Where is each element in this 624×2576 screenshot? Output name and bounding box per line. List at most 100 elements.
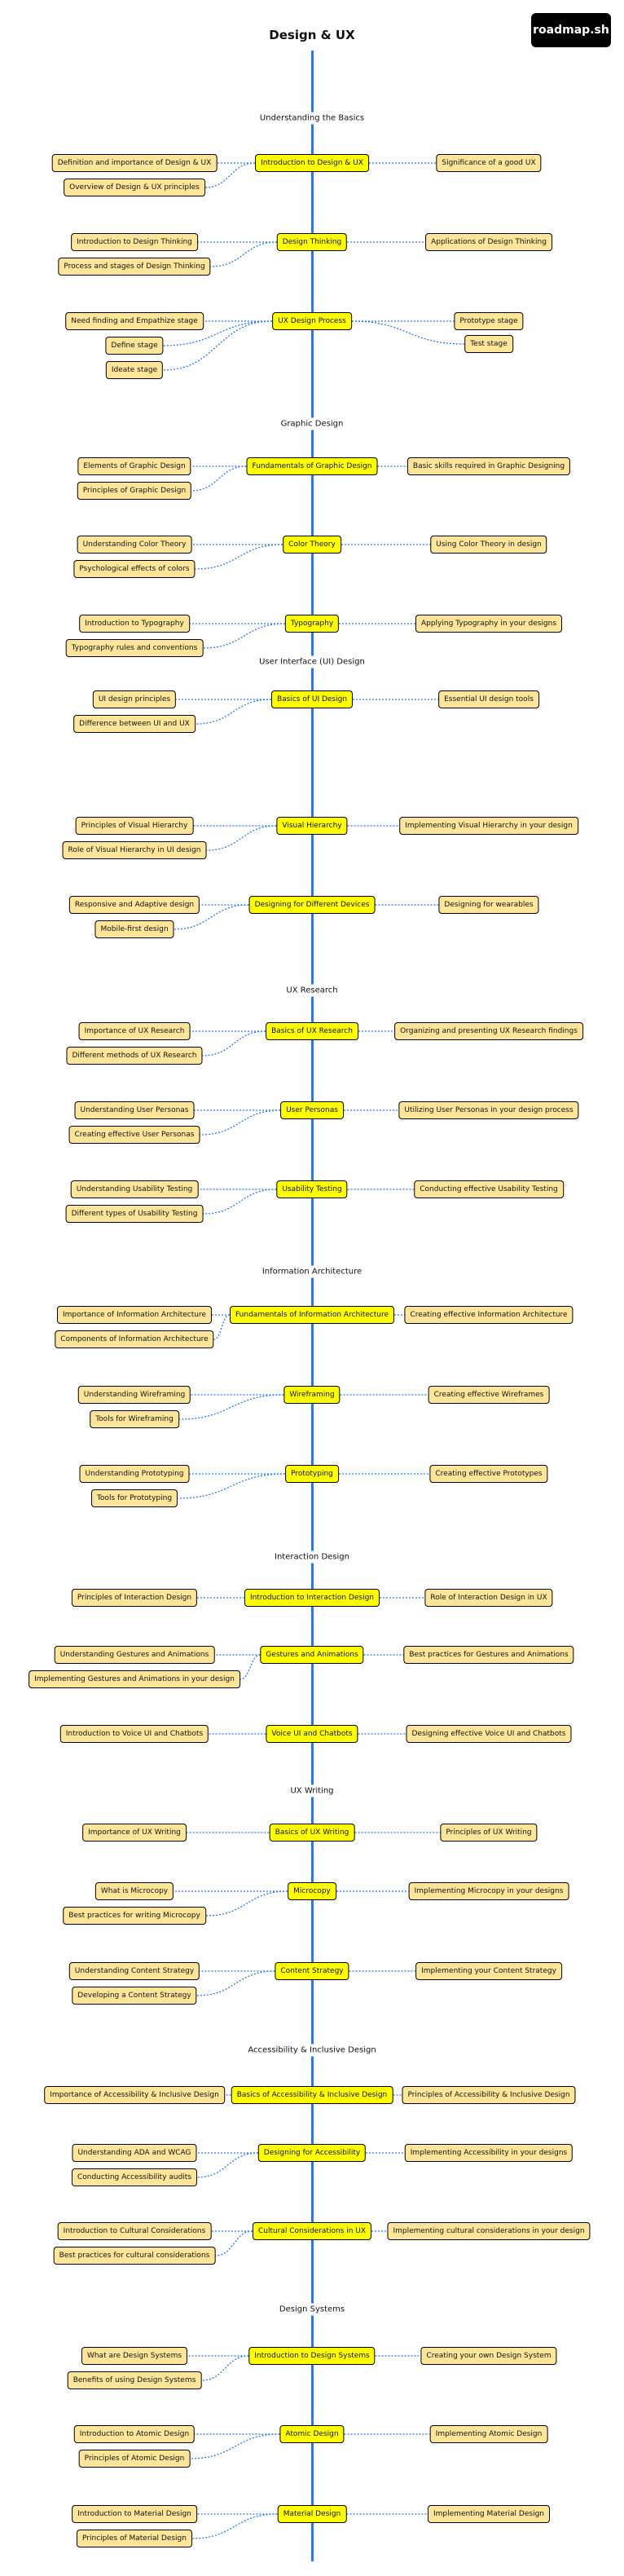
subtopic-different-methods-of-ux-research[interactable]: Different methods of UX Research [66, 1047, 203, 1065]
subtopic-introduction-to-design-thinking[interactable]: Introduction to Design Thinking [71, 233, 198, 251]
subtopic-introduction-to-cultural-considerations[interactable]: Introduction to Cultural Considerations [57, 2222, 212, 2240]
subtopic-importance-of-ux-writing[interactable]: Importance of UX Writing [82, 1824, 187, 1842]
subtopic-introduction-to-voice-ui-and-chatbots[interactable]: Introduction to Voice UI and Chatbots [59, 1725, 209, 1743]
subtopic-difference-between-ui-and-ux[interactable]: Difference between UI and UX [73, 715, 196, 733]
subtopic-principles-of-material-design[interactable]: Principles of Material Design [77, 2530, 192, 2547]
topic-user-personas[interactable]: User Personas [280, 1101, 344, 1119]
topic-atomic-design[interactable]: Atomic Design [279, 2425, 345, 2443]
subtopic-designing-for-wearables[interactable]: Designing for wearables [438, 896, 539, 914]
subtopic-essential-ui-design-tools[interactable]: Essential UI design tools [438, 690, 539, 708]
topic-material-design[interactable]: Material Design [277, 2505, 347, 2523]
subtopic-mobile-first-design[interactable]: Mobile-first design [94, 920, 174, 938]
subtopic-ideate-stage[interactable]: Ideate stage [105, 361, 164, 379]
subtopic-importance-of-ux-research[interactable]: Importance of UX Research [78, 1022, 191, 1040]
subtopic-conducting-accessibility-audits[interactable]: Conducting Accessibility audits [71, 2168, 198, 2186]
subtopic-developing-a-content-strategy[interactable]: Developing a Content Strategy [72, 1987, 197, 2005]
subtopic-basic-skills-required-in-graphic-designing[interactable]: Basic skills required in Graphic Designi… [406, 457, 571, 475]
subtopic-best-practices-for-writing-microcopy[interactable]: Best practices for writing Microcopy [63, 1907, 206, 1925]
topic-design-thinking[interactable]: Design Thinking [276, 233, 348, 251]
topic-introduction-to-design-and-ux[interactable]: Introduction to Design & UX [255, 154, 369, 172]
subtopic-prototype-stage[interactable]: Prototype stage [454, 312, 524, 330]
subtopic-understanding-color-theory[interactable]: Understanding Color Theory [77, 536, 192, 554]
subtopic-overview-of-design-and-ux-principles[interactable]: Overview of Design & UX principles [64, 179, 205, 196]
topic-fundamentals-of-information-architecture[interactable]: Fundamentals of Information Architecture [229, 1306, 395, 1324]
subtopic-principles-of-graphic-design[interactable]: Principles of Graphic Design [77, 482, 192, 500]
topic-basics-of-ux-writing[interactable]: Basics of UX Writing [269, 1824, 355, 1842]
subtopic-creating-your-own-design-system[interactable]: Creating your own Design System [420, 2347, 557, 2365]
subtopic-understanding-user-personas[interactable]: Understanding User Personas [74, 1101, 195, 1119]
subtopic-what-is-microcopy[interactable]: What is Microcopy [94, 1882, 174, 1900]
subtopic-principles-of-interaction-design[interactable]: Principles of Interaction Design [71, 1589, 198, 1607]
subtopic-implementing-gestures-and-animations-in-your-design[interactable]: Implementing Gestures and Animations in … [29, 1670, 240, 1688]
topic-gestures-and-animations[interactable]: Gestures and Animations [260, 1646, 364, 1664]
subtopic-principles-of-visual-hierarchy[interactable]: Principles of Visual Hierarchy [75, 817, 194, 835]
subtopic-applications-of-design-thinking[interactable]: Applications of Design Thinking [425, 233, 552, 251]
subtopic-components-of-information-architecture[interactable]: Components of Information Architecture [55, 1330, 214, 1348]
topic-content-strategy[interactable]: Content Strategy [275, 1962, 349, 1980]
topic-introduction-to-interaction-design[interactable]: Introduction to Interaction Design [244, 1589, 380, 1607]
subtopic-introduction-to-material-design[interactable]: Introduction to Material Design [72, 2505, 197, 2523]
subtopic-understanding-ada-and-wcag[interactable]: Understanding ADA and WCAG [72, 2144, 197, 2162]
topic-designing-for-different-devices[interactable]: Designing for Different Devices [248, 896, 376, 914]
topic-basics-of-accessibility-and-inclusive-design[interactable]: Basics of Accessibility & Inclusive Desi… [231, 2086, 393, 2104]
subtopic-implementing-cultural-considerations-in-your-design[interactable]: Implementing cultural considerations in … [387, 2222, 591, 2240]
subtopic-conducting-effective-usability-testing[interactable]: Conducting effective Usability Testing [414, 1180, 564, 1198]
subtopic-ui-design-principles[interactable]: UI design principles [92, 690, 177, 708]
subtopic-principles-of-ux-writing[interactable]: Principles of UX Writing [440, 1824, 538, 1842]
topic-usability-testing[interactable]: Usability Testing [276, 1180, 348, 1198]
subtopic-significance-of-a-good-ux[interactable]: Significance of a good UX [436, 154, 542, 172]
subtopic-creating-effective-prototypes[interactable]: Creating effective Prototypes [429, 1465, 548, 1483]
topic-basics-of-ui-design[interactable]: Basics of UI Design [270, 690, 354, 708]
subtopic-introduction-to-typography[interactable]: Introduction to Typography [79, 615, 190, 633]
subtopic-elements-of-graphic-design[interactable]: Elements of Graphic Design [77, 457, 191, 475]
subtopic-typography-rules-and-conventions[interactable]: Typography rules and conventions [65, 639, 204, 657]
subtopic-importance-of-information-architecture[interactable]: Importance of Information Architecture [56, 1306, 213, 1324]
subtopic-principles-of-atomic-design[interactable]: Principles of Atomic Design [78, 2450, 191, 2468]
topic-designing-for-accessibility[interactable]: Designing for Accessibility [257, 2144, 367, 2162]
subtopic-tools-for-wireframing[interactable]: Tools for Wireframing [90, 1410, 179, 1428]
subtopic-benefits-of-using-design-systems[interactable]: Benefits of using Design Systems [67, 2371, 202, 2389]
subtopic-creating-effective-wireframes[interactable]: Creating effective Wireframes [428, 1386, 550, 1404]
subtopic-implementing-material-design[interactable]: Implementing Material Design [428, 2505, 550, 2523]
subtopic-introduction-to-atomic-design[interactable]: Introduction to Atomic Design [73, 2425, 196, 2443]
topic-prototyping[interactable]: Prototyping [285, 1465, 339, 1483]
topic-color-theory[interactable]: Color Theory [283, 536, 341, 554]
subtopic-different-types-of-usability-testing[interactable]: Different types of Usability Testing [65, 1205, 204, 1223]
subtopic-applying-typography-in-your-designs[interactable]: Applying Typography in your designs [415, 615, 563, 633]
subtopic-understanding-content-strategy[interactable]: Understanding Content Strategy [68, 1962, 200, 1980]
subtopic-using-color-theory-in-design[interactable]: Using Color Theory in design [430, 536, 547, 554]
subtopic-best-practices-for-cultural-considerations[interactable]: Best practices for cultural consideratio… [53, 2247, 216, 2265]
subtopic-implementing-your-content-strategy[interactable]: Implementing your Content Strategy [415, 1962, 562, 1980]
subtopic-definition-and-importance-of-design-and-ux[interactable]: Definition and importance of Design & UX [51, 154, 218, 172]
subtopic-designing-effective-voice-ui-and-chatbots[interactable]: Designing effective Voice UI and Chatbot… [406, 1725, 572, 1743]
subtopic-creating-effective-information-architecture[interactable]: Creating effective Information Architect… [404, 1306, 573, 1324]
subtopic-tools-for-prototyping[interactable]: Tools for Prototyping [90, 1489, 178, 1507]
subtopic-understanding-gestures-and-animations[interactable]: Understanding Gestures and Animations [54, 1646, 215, 1664]
subtopic-implementing-microcopy-in-your-designs[interactable]: Implementing Microcopy in your designs [408, 1882, 569, 1900]
subtopic-what-are-design-systems[interactable]: What are Design Systems [81, 2347, 188, 2365]
subtopic-define-stage[interactable]: Define stage [105, 337, 164, 355]
subtopic-test-stage[interactable]: Test stage [464, 335, 513, 353]
topic-visual-hierarchy[interactable]: Visual Hierarchy [276, 817, 348, 835]
subtopic-organizing-and-presenting-ux-research-findings[interactable]: Organizing and presenting UX Research fi… [394, 1022, 583, 1040]
subtopic-responsive-and-adaptive-design[interactable]: Responsive and Adaptive design [68, 896, 200, 914]
subtopic-implementing-atomic-design[interactable]: Implementing Atomic Design [429, 2425, 548, 2443]
topic-fundamentals-of-graphic-design[interactable]: Fundamentals of Graphic Design [246, 457, 378, 475]
subtopic-role-of-visual-hierarchy-in-ui-design[interactable]: Role of Visual Hierarchy in UI design [62, 841, 207, 859]
subtopic-creating-effective-user-personas[interactable]: Creating effective User Personas [68, 1126, 200, 1144]
topic-wireframing[interactable]: Wireframing [283, 1386, 341, 1404]
subtopic-process-and-stages-of-design-thinking[interactable]: Process and stages of Design Thinking [58, 258, 211, 276]
subtopic-understanding-wireframing[interactable]: Understanding Wireframing [77, 1386, 191, 1404]
topic-voice-ui-and-chatbots[interactable]: Voice UI and Chatbots [266, 1725, 358, 1743]
topic-microcopy[interactable]: Microcopy [288, 1882, 336, 1900]
subtopic-role-of-interaction-design-in-ux[interactable]: Role of Interaction Design in UX [424, 1589, 553, 1607]
subtopic-importance-of-accessibility-and-inclusive-design[interactable]: Importance of Accessibility & Inclusive … [44, 2086, 225, 2104]
subtopic-utilizing-user-personas-in-your-design-process[interactable]: Utilizing User Personas in your design p… [398, 1101, 579, 1119]
topic-basics-of-ux-research[interactable]: Basics of UX Research [266, 1022, 358, 1040]
subtopic-implementing-visual-hierarchy-in-your-design[interactable]: Implementing Visual Hierarchy in your de… [399, 817, 578, 835]
topic-introduction-to-design-systems[interactable]: Introduction to Design Systems [248, 2347, 376, 2365]
topic-ux-design-process[interactable]: UX Design Process [272, 312, 352, 330]
subtopic-psychological-effects-of-colors[interactable]: Psychological effects of colors [73, 560, 196, 578]
roadmap-logo-button[interactable]: roadmap.sh [531, 13, 611, 47]
subtopic-principles-of-accessibility-and-inclusive-design[interactable]: Principles of Accessibility & Inclusive … [402, 2086, 576, 2104]
